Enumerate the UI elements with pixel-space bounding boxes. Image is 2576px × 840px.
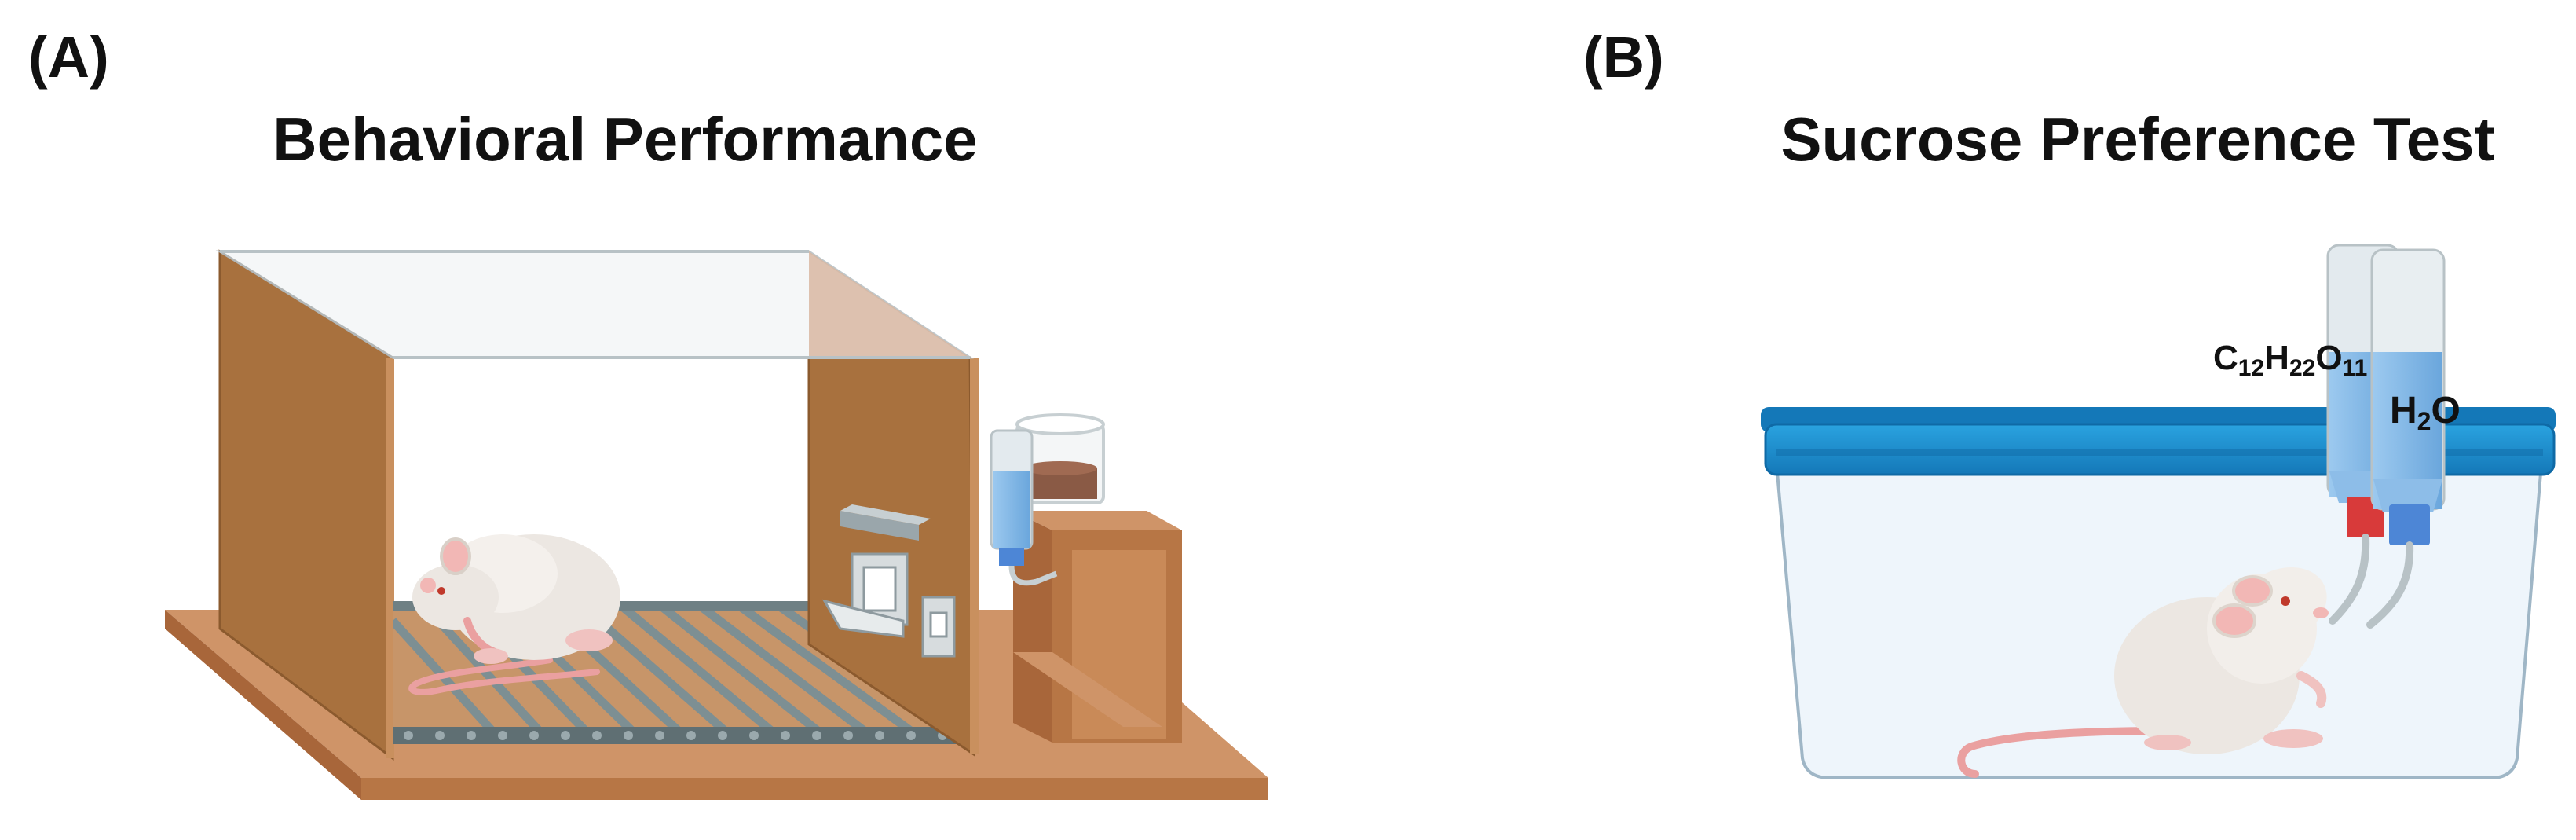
panel-b-label: (B) <box>1583 24 1664 90</box>
panel-a-title: Behavioral Performance <box>273 105 978 174</box>
indicator-light <box>921 596 956 658</box>
food-magazine <box>821 552 909 638</box>
water-bottle-a <box>990 429 1058 586</box>
sucrose-label: C12H22O11 <box>2213 339 2367 381</box>
operant-chamber <box>165 249 1268 800</box>
lever <box>840 504 931 541</box>
water-bottle <box>2366 248 2446 629</box>
panel-b-title: Sucrose Preference Test <box>1780 105 2495 174</box>
rat-operant <box>408 534 620 695</box>
shelf <box>1013 511 1182 743</box>
panel-a-label: (A) <box>28 24 109 90</box>
water-label: H2O <box>2390 390 2461 435</box>
home-cage: C12H22O11 H2O <box>1761 244 2556 779</box>
food-jar <box>1015 413 1105 504</box>
rat-drinking <box>1957 567 2329 778</box>
glass-top <box>215 250 975 359</box>
